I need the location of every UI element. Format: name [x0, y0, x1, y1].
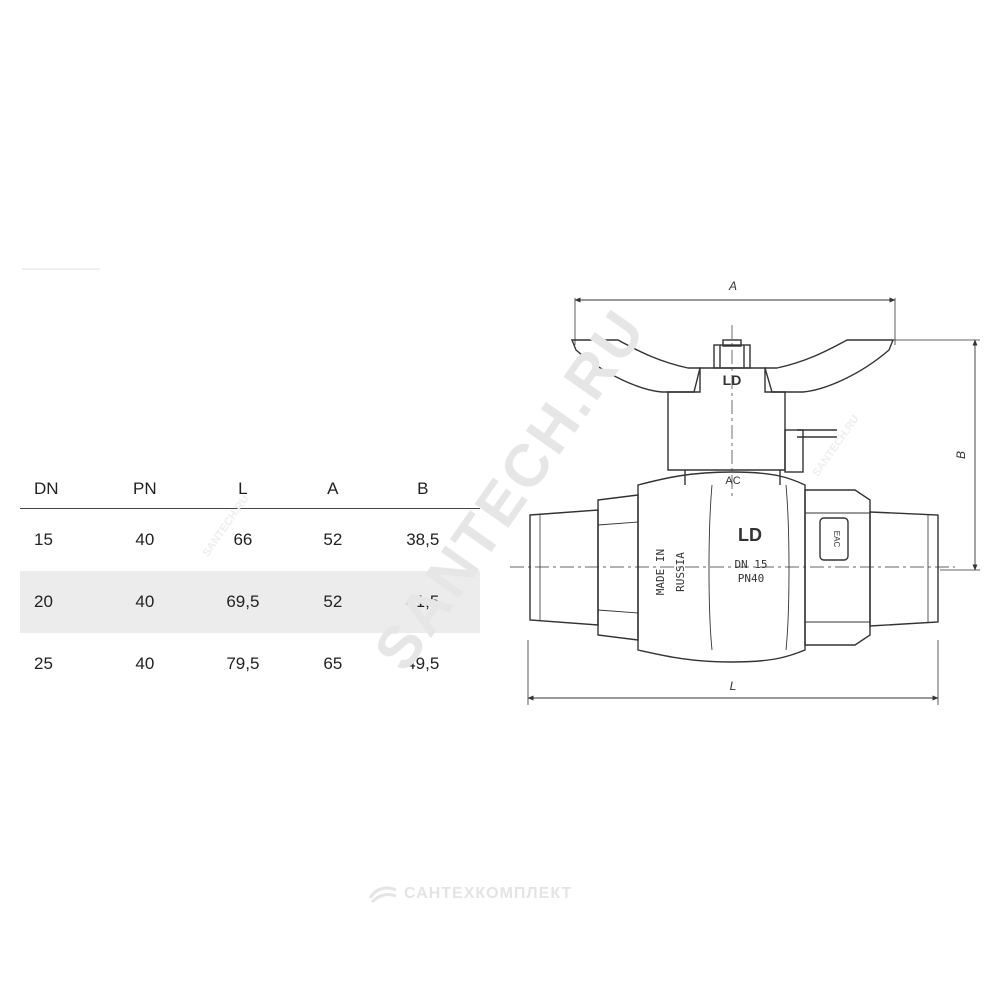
header-b: B [365, 470, 480, 509]
dim-a-label: A [728, 279, 737, 293]
cell-a: 52 [323, 530, 343, 549]
handle-stop-tab [784, 429, 804, 473]
brand-logo-icon [368, 886, 397, 904]
body-size-text: DN 15 [734, 558, 767, 571]
body-text-made-in: MADE IN [654, 549, 667, 595]
handle-right-wing [764, 339, 895, 393]
cell-l: 66 [233, 530, 253, 549]
handle-left-wing [570, 339, 701, 393]
body-text-russia: RUSSIA [674, 552, 687, 592]
valve-body [637, 471, 806, 663]
cell-a: 52 [300, 571, 366, 633]
cell-dn: 15 [34, 530, 53, 549]
cell-dn: 20 [20, 571, 104, 633]
cell-pn: 40 [104, 571, 186, 633]
table-row: 15 40 66 52 38,5 [20, 509, 480, 572]
cell-dn: 25 [34, 654, 53, 673]
left-thread [529, 509, 599, 626]
footer-brand: САНТЕХКОМПЛЕКТ [368, 884, 572, 904]
cell-b: 38,5 [406, 530, 440, 549]
footer-brand-text: САНТЕХКОМПЛЕКТ [404, 885, 573, 902]
cell-pn: 40 [135, 530, 155, 549]
cell-l: 69,5 [185, 571, 301, 633]
header-a: A [300, 470, 366, 509]
decorative-stub [22, 268, 100, 270]
handle-logo: LD [723, 372, 742, 388]
body-pressure-text: PN40 [738, 572, 765, 585]
right-thread [869, 511, 939, 627]
cell-pn: 40 [135, 654, 155, 673]
eac-mark: EAC [832, 531, 841, 548]
cell-b: 49,5 [406, 654, 440, 673]
eac-plate [819, 517, 849, 561]
header-l: L [185, 470, 301, 509]
header-pn: PN [104, 470, 186, 509]
cell-b: 41,5 [365, 571, 480, 633]
table-header-row: DN PN L A B [20, 470, 480, 509]
dim-b-label: B [954, 451, 968, 459]
right-hex [804, 489, 871, 646]
left-nut [597, 494, 639, 641]
dim-l-label: L [730, 679, 737, 693]
table-row: 25 40 79,5 65 49,5 [20, 633, 480, 695]
table-row: 20 40 69,5 52 41,5 [20, 571, 480, 633]
handle-mark: AC [725, 475, 740, 487]
body-logo: LD [738, 525, 762, 545]
dimensions-table: DN PN L A B 15 40 66 52 38,5 20 40 69,5 … [20, 470, 480, 695]
ball-valve-drawing: A B L LD AC MADE IN RUSSIA LD DN 15 PN40… [510, 279, 980, 705]
cell-a: 65 [323, 654, 343, 673]
header-dn: DN [20, 470, 104, 509]
cell-l: 79,5 [226, 654, 260, 673]
